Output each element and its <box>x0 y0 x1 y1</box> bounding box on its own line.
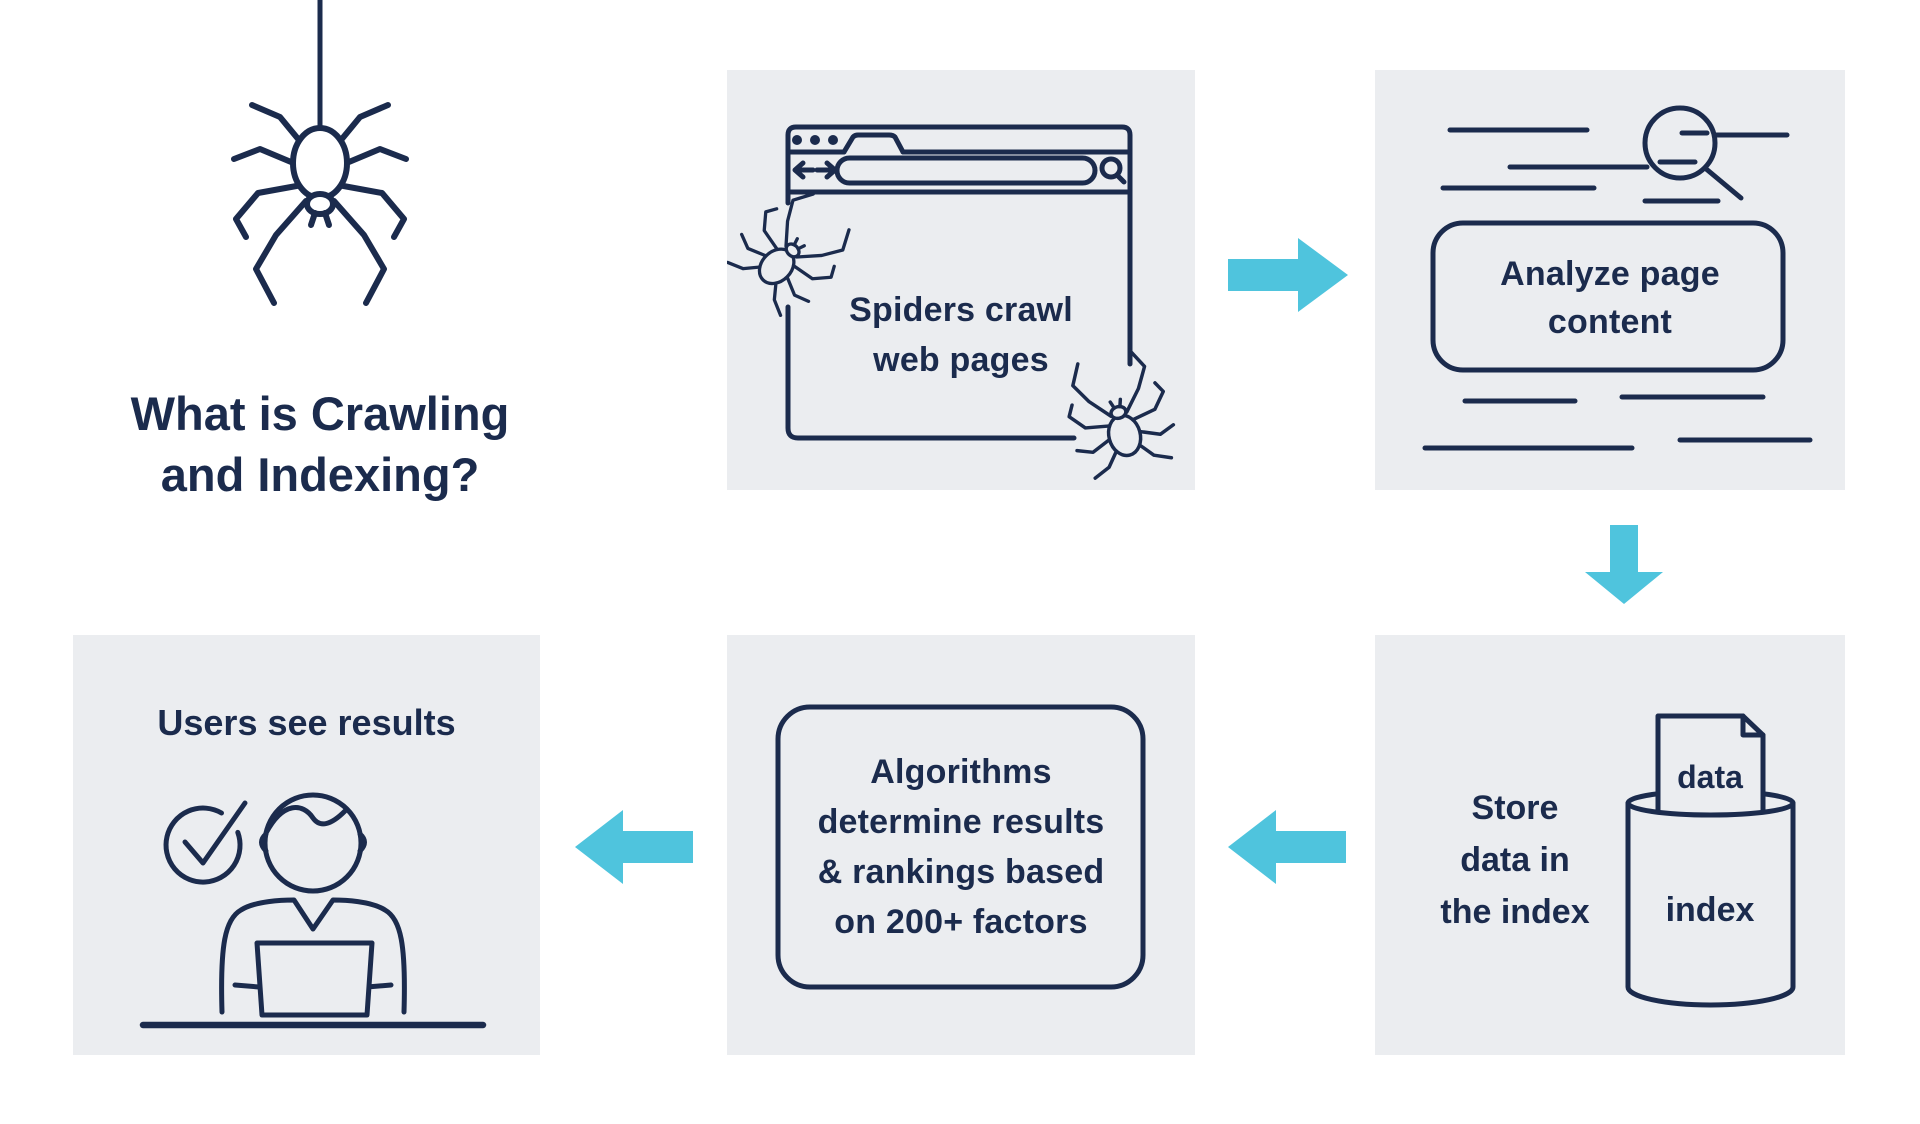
title-line: and Indexing? <box>160 448 480 501</box>
flow-arrow-left-icon <box>1228 810 1346 884</box>
cylinder-label: index <box>1666 891 1755 929</box>
rounded-label-box <box>1430 220 1786 373</box>
caption-line: Algorithms <box>870 753 1052 791</box>
store-caption: Store data in the index <box>1375 782 1655 938</box>
search-icon <box>1099 156 1127 185</box>
panel-store: data index Store data in the index <box>1375 635 1845 1055</box>
panel-algorithms: Algorithms determine results & rankings … <box>727 635 1195 1055</box>
caption-line: content <box>1547 303 1673 341</box>
caption-line: on 200+ factors <box>834 903 1088 941</box>
index-cylinder-icon: index <box>1625 800 1796 1008</box>
flow-arrow-down-icon <box>1585 525 1663 604</box>
back-forward-icons <box>792 160 838 180</box>
magnifier-icon <box>1642 105 1744 201</box>
spider-thread-icon <box>200 0 440 330</box>
laptop-icon <box>254 940 375 1018</box>
index-storage-illustration: data index <box>1625 713 1796 1008</box>
results-heading: Users see results <box>157 702 456 743</box>
window-dot <box>810 135 820 145</box>
flow-arrow-left-icon <box>575 810 693 884</box>
spider-icon <box>234 105 406 303</box>
panel-results: Users see results <box>73 635 540 1055</box>
window-dot <box>828 135 838 145</box>
caption-line: Analyze page <box>1500 255 1720 293</box>
caption-line: web pages <box>873 341 1049 379</box>
algorithms-caption: Algorithms determine results & rankings … <box>727 747 1195 947</box>
caption-line: the index <box>1440 893 1590 931</box>
document-icon: data <box>1655 713 1766 816</box>
panel-analyze: Analyze page content <box>1375 70 1845 490</box>
crawl-caption: Spiders crawl web pages <box>727 285 1195 385</box>
page-analysis-illustration <box>1422 105 1813 451</box>
title-line: What is Crawling <box>130 387 510 440</box>
document-label: data <box>1677 759 1743 795</box>
browser-window-icon <box>727 124 1184 483</box>
caption-line: & rankings based <box>817 853 1105 891</box>
checkmark-circle-icon <box>163 800 248 885</box>
url-bar <box>834 155 1098 186</box>
person-at-laptop-icon <box>139 792 487 1029</box>
person-icon <box>219 792 407 1015</box>
caption-line: Store <box>1471 789 1559 827</box>
rounded-label-box <box>775 704 1146 990</box>
window-dot <box>792 135 802 145</box>
page-title: What is Crawling and Indexing? <box>20 383 620 505</box>
caption-line: data in <box>1460 841 1570 879</box>
caption-line: determine results <box>817 803 1105 841</box>
caption-line: Spiders crawl <box>849 291 1073 329</box>
text-lines-icon <box>1422 127 1813 451</box>
flow-arrow-right-icon <box>1228 238 1348 312</box>
panel-crawl: Spiders crawl web pages <box>727 70 1195 490</box>
analyze-caption: Analyze page content <box>1375 250 1845 346</box>
